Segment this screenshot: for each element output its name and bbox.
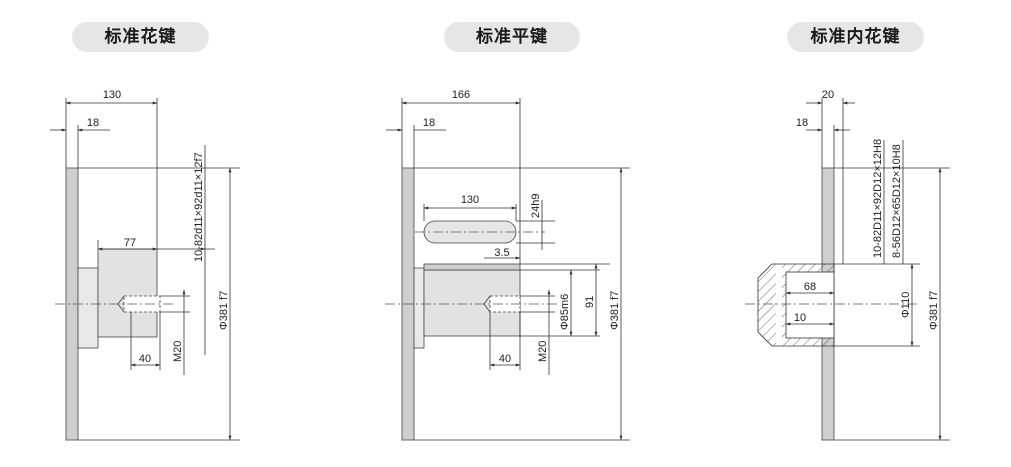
- inner-dim-chamfer: 10: [794, 312, 806, 324]
- flat-key-drawing: [385, 98, 630, 441]
- spline-spec-label: 10-82d11×92d11×12f7: [193, 152, 205, 262]
- title-standard-inner-spline: 标准内花键: [787, 22, 924, 52]
- key-dim-key-offset: 3.5: [494, 247, 509, 259]
- inner-spline-drawing: [745, 98, 950, 441]
- key-dim-key-length: 130: [461, 194, 479, 206]
- key-thread-label: M20: [537, 341, 549, 362]
- key-shaft-dia: Φ85m6: [559, 294, 571, 330]
- key-dim-key-width: 24h9: [530, 194, 542, 218]
- inner-dim-flange: 18: [796, 117, 808, 129]
- spline-thread-label: M20: [172, 341, 184, 362]
- inner-spline-dimension-labels: 20 18 68 10 10-82D11×92D12×12H8 8-56D12×…: [794, 89, 940, 330]
- spline-shaft: [97, 248, 158, 338]
- spline-flange-hub: [77, 267, 99, 349]
- key-dim-flange: 18: [423, 117, 435, 129]
- spline-drawing: [50, 98, 240, 441]
- inner-bore-dia: Φ110: [900, 292, 912, 318]
- key-flange-dia: Φ381 f7: [609, 291, 621, 330]
- spline-dim-total: 130: [103, 89, 121, 101]
- inner-flange-dia: Φ381 f7: [928, 291, 940, 330]
- key-flange-hub: [413, 267, 425, 349]
- key-height: 91: [584, 296, 596, 308]
- spline-dim-flange: 18: [87, 117, 99, 129]
- key-dim-total: 166: [452, 89, 470, 101]
- inner-bore: [785, 271, 835, 339]
- spline-dim-thread-depth: 40: [139, 353, 151, 365]
- inner-spec-2: 8-56D12×65D12×10H8: [891, 144, 903, 258]
- title-standard-spline: 标准花键: [72, 22, 209, 52]
- key-dim-thread-depth: 40: [499, 353, 511, 365]
- title-standard-flat-key: 标准平键: [444, 22, 580, 52]
- spline-dimension-labels: 130 18 77 40 M20 10-82d11×92d11×12f7 Φ38…: [87, 89, 230, 365]
- inner-dim-hub: 20: [822, 89, 834, 101]
- flat-key-dimension-labels: 166 18 130 24h9 3.5 40 M20 Φ85m6 91 Φ381…: [423, 89, 621, 365]
- inner-dim-bore-depth: 68: [804, 281, 816, 293]
- spline-dim-shaft: 77: [124, 237, 136, 249]
- inner-spec-1: 10-82D11×92D12×12H8: [872, 139, 884, 258]
- spline-flange-dia: Φ381 f7: [218, 291, 230, 330]
